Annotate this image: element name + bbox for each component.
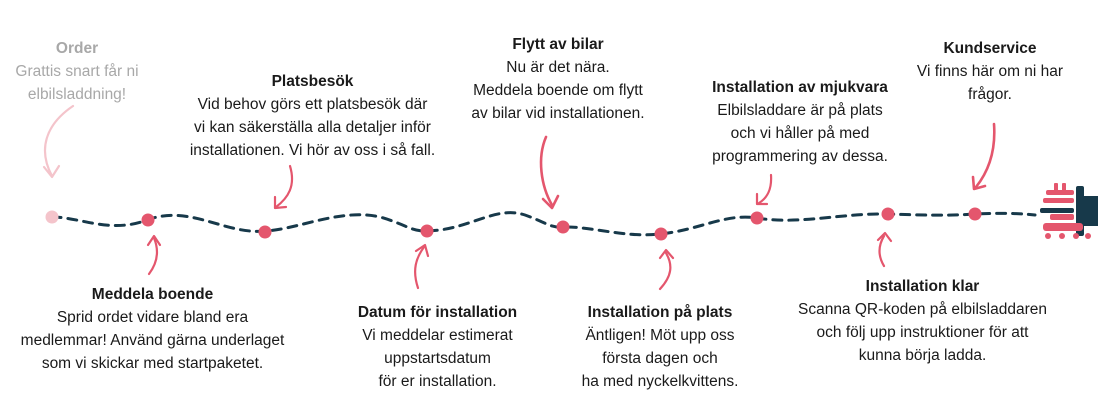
step-description: Vi finns här om ni har frågor.	[916, 63, 1064, 103]
milestone-dot-flytt	[556, 220, 570, 234]
curved-arrow-icon	[146, 234, 162, 276]
step-installation-klar: Installation klar Scanna QR-koden på elb…	[770, 275, 1075, 367]
step-installation-mjukvara: Installation av mjukvara Elbilsladdare ä…	[680, 76, 920, 168]
curved-arrow-icon	[539, 135, 560, 210]
step-title: Meddela boende	[91, 286, 214, 303]
curved-arrow-icon	[876, 231, 893, 268]
curved-arrow-icon	[42, 104, 75, 179]
step-platsbesok: Platsbesök Vid behov görs ett platsbesök…	[165, 70, 460, 162]
milestone-dot-mjukvara	[750, 211, 764, 225]
step-title: Installation på plats	[587, 304, 733, 321]
step-title: Datum för installation	[357, 304, 518, 321]
step-title: Platsbesök	[271, 73, 354, 90]
step-description: Äntligen! Möt upp oss första dagen och h…	[581, 327, 739, 390]
step-description: Scanna QR-koden på elbilsladdaren och fö…	[797, 301, 1048, 364]
milestone-dot-datum	[420, 224, 434, 238]
step-description: Vid behov görs ett platsbesök där vi kan…	[189, 96, 436, 159]
step-kundservice: Kundservice Vi finns här om ni har frågo…	[905, 37, 1075, 106]
milestone-dot-order	[45, 210, 59, 224]
step-title: Installation av mjukvara	[712, 79, 888, 96]
curved-arrow-icon	[971, 122, 996, 191]
curved-arrow-icon	[755, 173, 773, 206]
step-installation-pa-plats: Installation på plats Äntligen! Möt upp …	[560, 301, 760, 393]
step-meddela-boende: Meddela boende Sprid ordet vidare bland …	[0, 283, 305, 375]
milestone-dot-klar	[881, 207, 895, 221]
step-flytt-av-bilar: Flytt av bilar Nu är det nära. Meddela b…	[448, 33, 668, 125]
milestone-dot-plats	[654, 227, 668, 241]
step-description: Vi meddelar estimerat uppstartsdatum för…	[362, 327, 513, 390]
curved-arrow-icon	[273, 164, 294, 210]
step-description: Grattis snart får ni elbilsladdning!	[15, 63, 139, 103]
curved-arrow-icon	[414, 243, 430, 290]
step-description: Sprid ordet vidare bland era medlemmar! …	[20, 309, 285, 372]
step-description: Elbilsladdare är på plats och vi håller …	[712, 102, 888, 165]
curved-arrow-icon	[658, 248, 675, 291]
milestone-dot-platsbesok	[258, 225, 272, 239]
milestone-dot-kundservice	[968, 207, 982, 221]
step-datum-installation: Datum för installation Vi meddelar estim…	[335, 301, 540, 393]
milestone-dot-meddela	[141, 213, 155, 227]
step-title: Order	[55, 40, 99, 57]
step-title: Flytt av bilar	[512, 36, 604, 53]
step-order: Order Grattis snart får ni elbilsladdnin…	[0, 37, 154, 106]
charger-plug-icon	[1040, 183, 1098, 239]
step-title: Installation klar	[865, 278, 980, 295]
step-title: Kundservice	[943, 40, 1037, 57]
step-description: Nu är det nära. Meddela boende om flytt …	[471, 59, 645, 122]
